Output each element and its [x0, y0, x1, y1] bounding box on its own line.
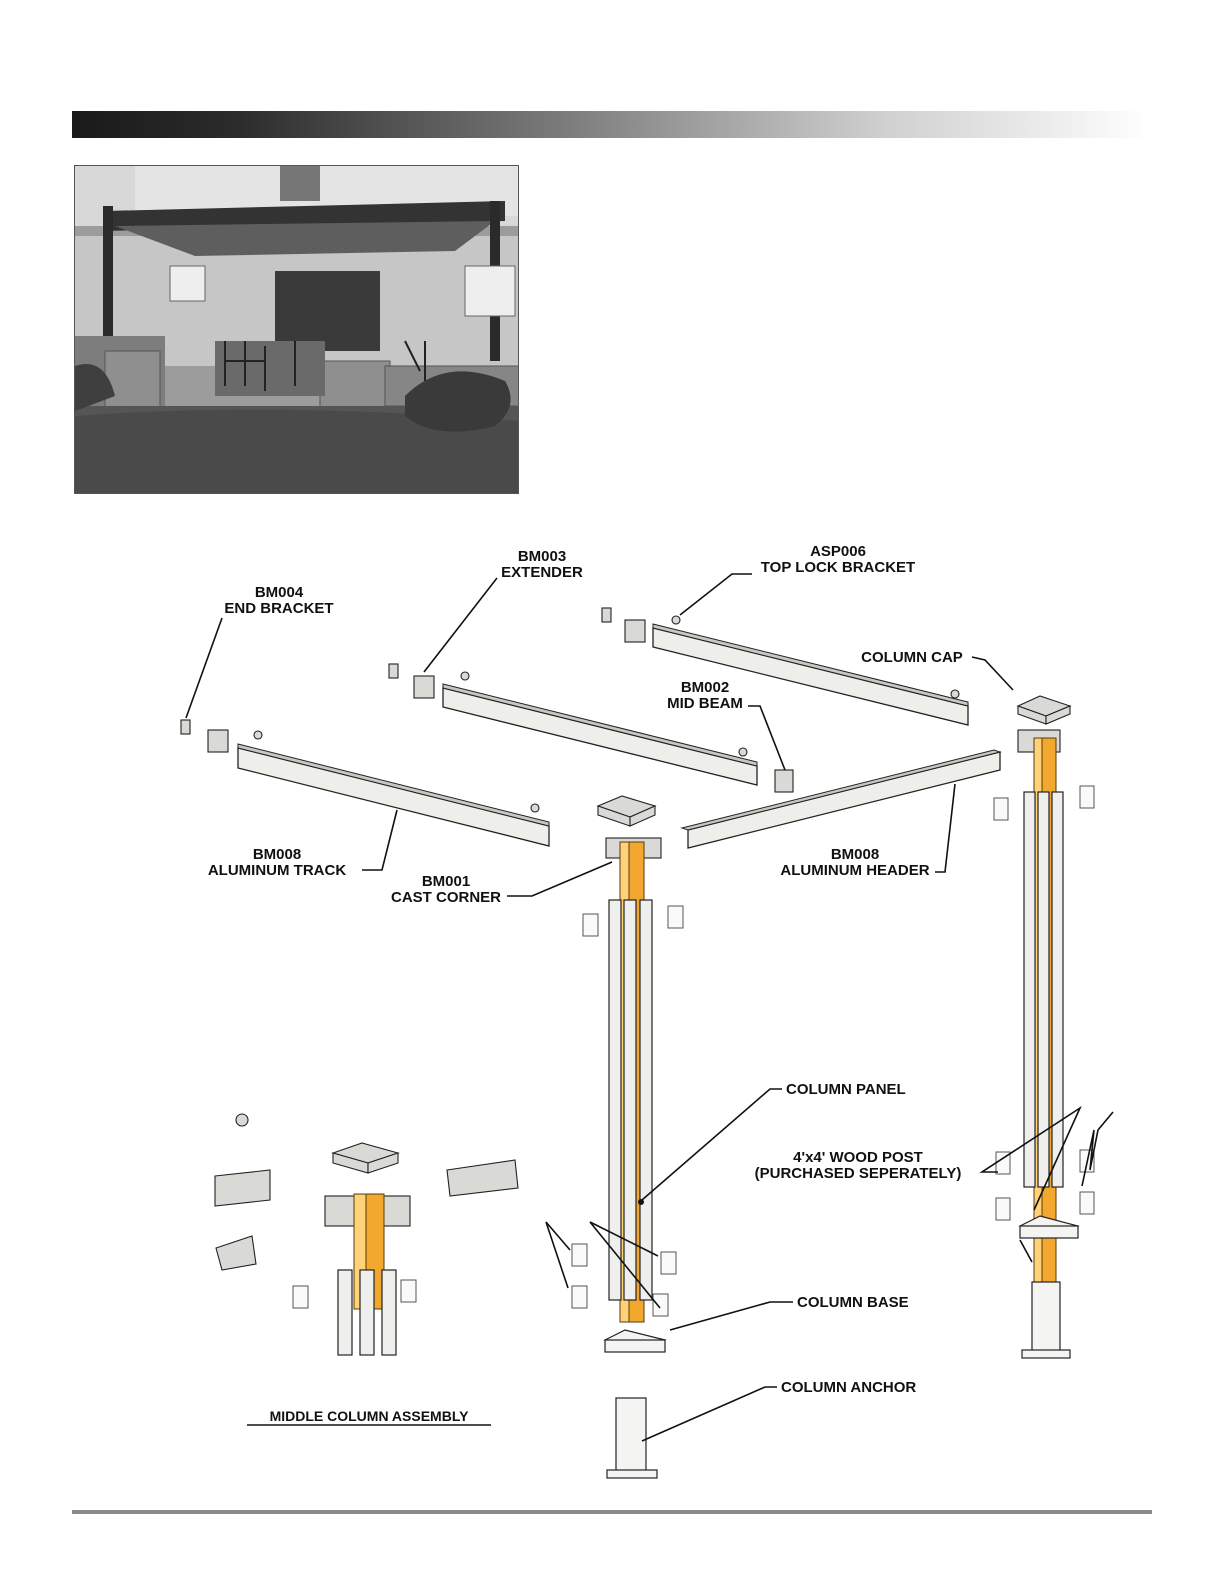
label-bm008-track-name: ALUMINUM TRACK [208, 862, 346, 879]
center-column [598, 796, 665, 1478]
label-asp006-code: ASP006 [810, 543, 866, 560]
label-wood-post-line1: 4'x4' WOOD POST [793, 1149, 923, 1166]
label-bm003-code: BM003 [518, 548, 566, 565]
label-column-base: COLUMN BASE [797, 1294, 909, 1311]
label-column-anchor: COLUMN ANCHOR [781, 1379, 916, 1396]
label-bm008-track: BM008 ALUMINUM TRACK [208, 846, 346, 879]
label-asp006-name: TOP LOCK BRACKET [761, 559, 915, 576]
label-bm002-name: MID BEAM [667, 695, 743, 712]
label-bm008-header-code: BM008 [831, 846, 879, 863]
label-asp006: ASP006 TOP LOCK BRACKET [761, 543, 915, 576]
footer-rule [72, 1510, 1152, 1514]
label-bm001: BM001 CAST CORNER [391, 873, 501, 906]
label-bm002-code: BM002 [681, 679, 729, 696]
label-bm004: BM004 END BRACKET [224, 584, 333, 617]
label-bm002: BM002 MID BEAM [667, 679, 743, 712]
label-bm001-name: CAST CORNER [391, 889, 501, 906]
label-wood-post-line2: (PURCHASED SEPERATELY) [755, 1165, 962, 1182]
label-middle-column-assembly-text: MIDDLE COLUMN ASSEMBLY [270, 1408, 470, 1424]
label-bm008-header: BM008 ALUMINUM HEADER [780, 846, 929, 879]
middle-column-assembly-drawing [215, 1114, 518, 1355]
label-middle-column-assembly: MIDDLE COLUMN ASSEMBLY [247, 1408, 491, 1425]
label-bm004-code: BM004 [255, 584, 304, 601]
label-wood-post: 4'x4' WOOD POST (PURCHASED SEPERATELY) [755, 1149, 962, 1182]
label-bm003: BM003 EXTENDER [501, 548, 583, 581]
label-column-panel: COLUMN PANEL [786, 1081, 906, 1098]
label-bm008-track-code: BM008 [253, 846, 301, 863]
label-bm001-code: BM001 [422, 873, 470, 890]
label-bm008-header-name: ALUMINUM HEADER [780, 862, 929, 879]
right-column [1018, 696, 1078, 1358]
aluminum-track-beam [238, 744, 549, 846]
label-bm003-name: EXTENDER [501, 564, 583, 581]
label-column-cap: COLUMN CAP [861, 649, 963, 666]
label-bm004-name: END BRACKET [224, 600, 333, 617]
